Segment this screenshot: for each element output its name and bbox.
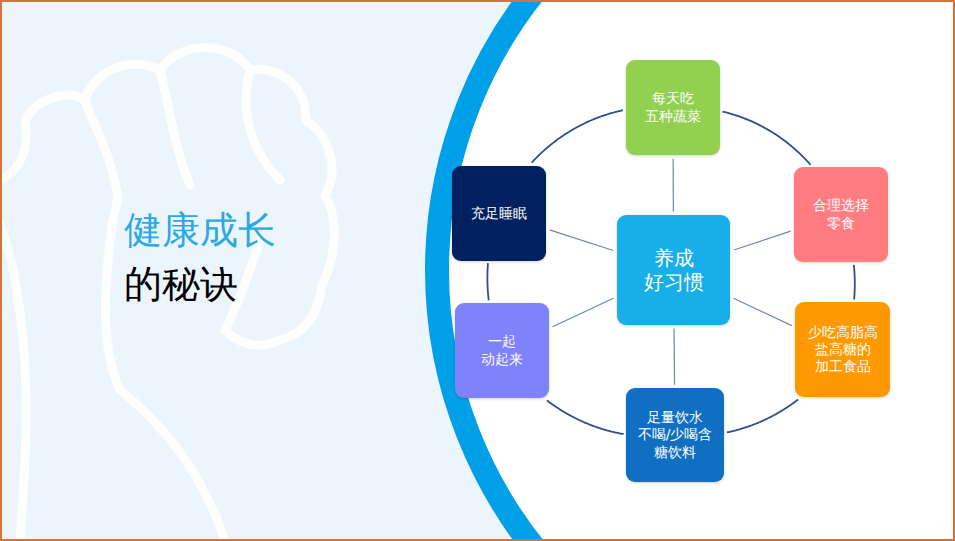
- ring-arc: [723, 112, 811, 165]
- ring-arc: [547, 400, 624, 434]
- habit-box: 一起 动起来: [455, 303, 549, 398]
- node-label: 足量饮水 不喝/少喝含 糖饮料: [635, 409, 715, 460]
- slide-title: 健康成长: [124, 208, 276, 254]
- broccoli-illustration: [0, 48, 334, 541]
- node-label: 少吃高脂高 盐高糖的 加工食品: [805, 324, 881, 375]
- spoke-line: [673, 159, 674, 212]
- habit-box: 足量饮水 不喝/少喝含 糖饮料: [626, 388, 724, 482]
- hub-box: 养成 好习惯: [617, 215, 730, 325]
- spoke-line: [673, 329, 675, 385]
- node-label: 养成 好习惯: [641, 246, 707, 295]
- ring-arc: [532, 110, 623, 162]
- spoke-line: [553, 298, 614, 327]
- habit-box: 每天吃 五种蔬菜: [626, 60, 720, 155]
- ring-arc: [487, 263, 488, 300]
- node-label: 一起 动起来: [478, 333, 526, 367]
- blue-arc: [437, 0, 955, 541]
- spoke-line: [733, 298, 791, 325]
- ring-arc: [727, 399, 798, 432]
- title-line: 的秘诀: [124, 262, 238, 308]
- ring-arc: [853, 265, 856, 300]
- habit-box: 合理选择 零食: [794, 167, 888, 262]
- node-label: 每天吃 五种蔬菜: [642, 90, 704, 124]
- spoke-line: [734, 231, 791, 250]
- spoke-line: [550, 230, 614, 251]
- habit-box: 充足睡眠: [452, 166, 546, 261]
- node-label: 充足睡眠: [468, 205, 530, 222]
- node-label: 合理选择 零食: [810, 197, 872, 231]
- habit-box: 少吃高脂高 盐高糖的 加工食品: [795, 302, 890, 397]
